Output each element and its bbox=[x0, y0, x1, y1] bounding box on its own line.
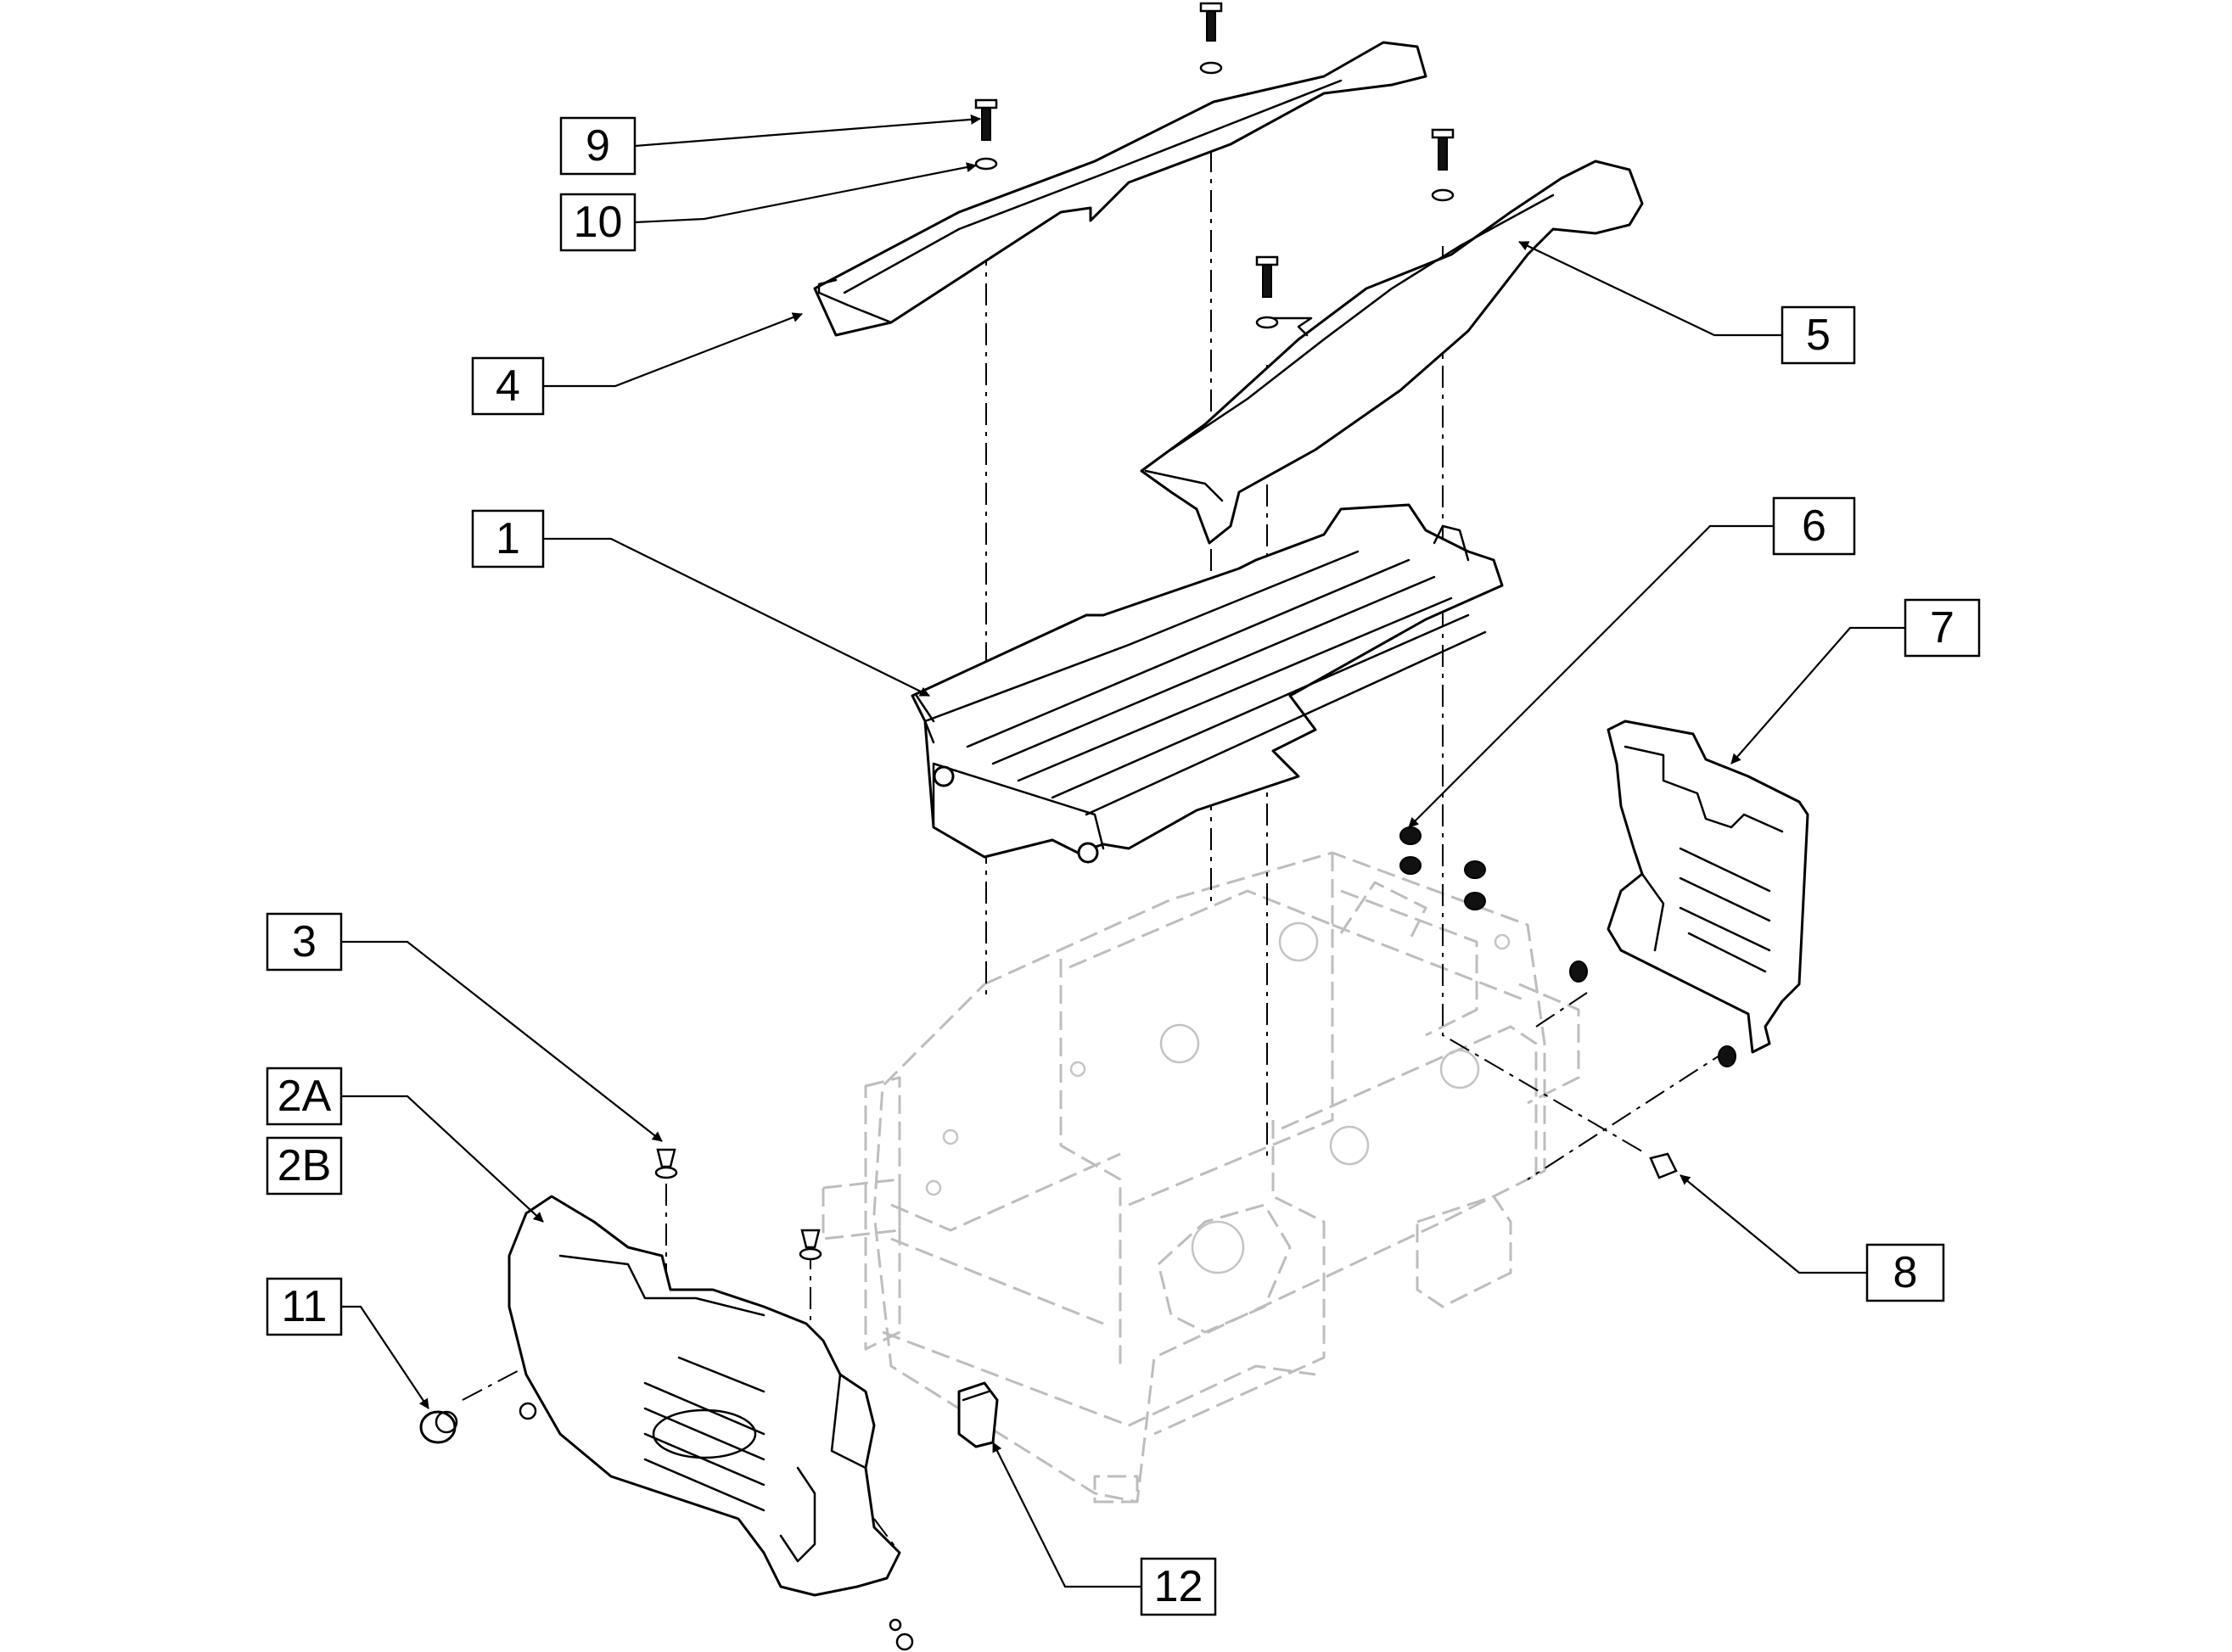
part-7-right-shroud bbox=[1607, 720, 1809, 1054]
callout-8: 8 bbox=[1865, 1243, 1945, 1302]
callout-10: 10 bbox=[559, 193, 637, 252]
part-4-left-armrest-pad bbox=[813, 41, 1427, 337]
svg-text:2B: 2B bbox=[278, 1141, 332, 1190]
part-12-bracket bbox=[957, 1381, 999, 1448]
svg-text:10: 10 bbox=[574, 198, 623, 247]
callout-11: 11 bbox=[266, 1277, 343, 1336]
svg-text:6: 6 bbox=[1802, 501, 1826, 551]
svg-text:9: 9 bbox=[586, 121, 610, 171]
hardware-screws bbox=[519, 2, 1736, 1651]
callout-2a: 2A bbox=[266, 1067, 343, 1126]
callout-9: 9 bbox=[559, 116, 637, 176]
leader-lines bbox=[341, 114, 1905, 1588]
svg-text:12: 12 bbox=[1154, 1562, 1203, 1611]
svg-text:4: 4 bbox=[496, 361, 520, 411]
callout-6: 6 bbox=[1772, 496, 1856, 556]
callout-4: 4 bbox=[471, 356, 545, 416]
svg-text:7: 7 bbox=[1930, 603, 1954, 652]
callout-5: 5 bbox=[1781, 305, 1856, 365]
part-11-plug bbox=[419, 1410, 458, 1444]
callout-1: 1 bbox=[471, 509, 545, 568]
part-1-top-plate bbox=[911, 503, 1504, 864]
callout-2b: 2B bbox=[266, 1136, 343, 1196]
base-frame-ghost bbox=[822, 851, 1580, 1504]
svg-text:5: 5 bbox=[1806, 311, 1831, 360]
part-2a-2b-front-shroud bbox=[508, 1195, 901, 1597]
callout-12: 12 bbox=[1140, 1557, 1217, 1616]
callout-7: 7 bbox=[1904, 598, 1981, 658]
svg-text:8: 8 bbox=[1893, 1248, 1918, 1297]
callout-3: 3 bbox=[266, 912, 343, 972]
svg-text:2A: 2A bbox=[278, 1072, 332, 1121]
svg-text:11: 11 bbox=[282, 1282, 328, 1331]
part-5-right-armrest-pad bbox=[1140, 160, 1644, 545]
svg-text:1: 1 bbox=[496, 514, 520, 563]
svg-text:3: 3 bbox=[292, 917, 317, 966]
